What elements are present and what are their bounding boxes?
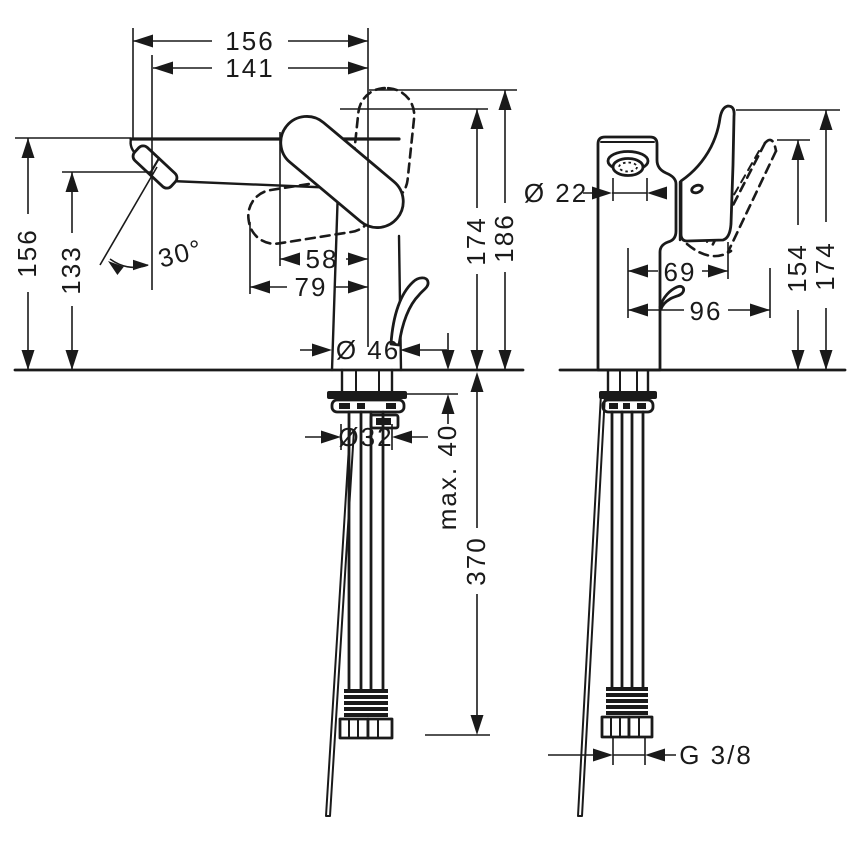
front-extension-lines <box>15 28 517 736</box>
dim-front-height-to-handle: 186 <box>489 213 519 262</box>
side-aerator <box>606 150 650 177</box>
dim-side-handle-offset: 69 <box>664 257 697 287</box>
dim-front-base-diameter: Ø 46 <box>336 335 400 365</box>
dim-front-total-projection: 156 <box>225 26 274 56</box>
front-body-left-edge <box>330 186 340 372</box>
side-pull-rod <box>577 393 606 817</box>
dim-front-handle-to-axis: 58 <box>306 244 339 274</box>
front-handle <box>279 115 405 229</box>
front-aerator <box>131 144 179 190</box>
dim-side-supply-connection: G 3/8 <box>679 740 753 770</box>
dim-side-handle-height: 174 <box>810 241 840 290</box>
front-pull-rod <box>325 429 355 817</box>
dim-front-max-mounting: max. 40 <box>432 424 462 531</box>
dim-side-handle-reach: 96 <box>690 296 723 326</box>
side-supply-hoses <box>600 410 654 739</box>
dim-front-spout-reach: 141 <box>225 53 274 83</box>
side-mounting-hardware <box>599 368 657 414</box>
side-handle <box>679 104 736 243</box>
dim-front-hose-length: 370 <box>461 536 491 585</box>
front-view <box>129 86 430 817</box>
dim-front-height-overall: 156 <box>12 228 42 277</box>
dim-side-outlet-diameter: Ø 22 <box>524 178 588 208</box>
dim-front-shank-diameter: Ø32 <box>338 422 393 452</box>
front-drain-lever <box>389 276 430 347</box>
dim-front-spout-angle: 30° <box>155 233 207 274</box>
front-mounting-hardware <box>327 368 407 430</box>
side-view <box>577 104 778 817</box>
side-handle-screw-hole <box>690 183 704 195</box>
front-dimensions: 156 141 156 133 30° 58 79 Ø 46 174 186 Ø… <box>12 26 519 736</box>
front-supply-hoses <box>338 410 394 740</box>
dim-front-height-to-spout: 174 <box>461 216 491 265</box>
side-drain-lever <box>658 284 686 311</box>
dim-front-outlet-height: 133 <box>56 245 86 294</box>
side-dimensions: Ø 22 69 96 154 174 G 3/8 <box>524 109 840 770</box>
front-handle-ghost-down <box>246 176 376 246</box>
dim-side-handle-height-open: 154 <box>782 243 812 292</box>
dim-front-handle-reach: 79 <box>295 272 328 302</box>
front-spout-underside <box>169 179 340 190</box>
